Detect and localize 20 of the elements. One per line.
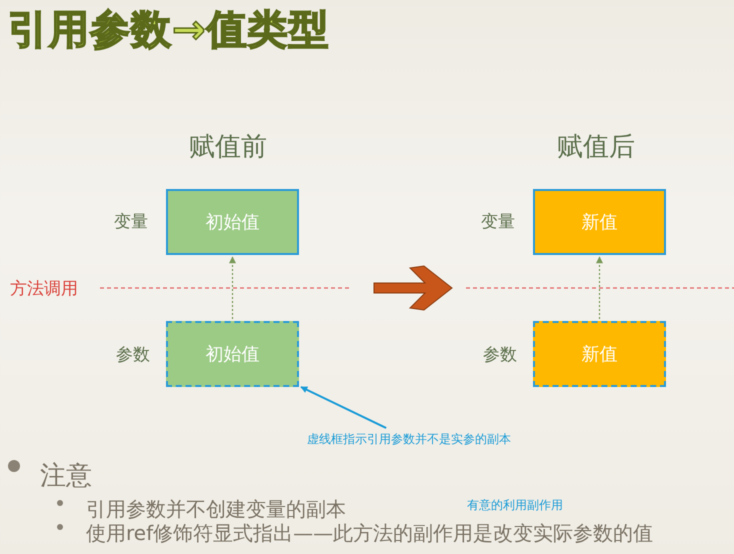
column-heading: 赋值前 [189,131,267,164]
call-line-label: 方法调用 [10,278,78,300]
note-text: 有意的利用副作用 [467,497,563,514]
slide-title: 引用参数→值类型 [8,6,330,55]
variable-box: 新值 [533,189,666,255]
column-heading: 赋值后 [557,131,635,164]
row-label: 参数 [483,344,517,366]
bullet-text: 引用参数并不创建变量的副本 [86,496,346,523]
parameter-box: 新值 [533,321,666,387]
arrow [300,386,387,429]
row-label: 参数 [116,344,150,366]
row-label: 变量 [114,211,148,233]
arrow [229,256,236,319]
callout-text: 虚线框指示引用参数并不是实参的副本 [286,430,532,448]
variable-box: 初始值 [166,189,299,255]
bullet-text: 注意 [40,460,92,493]
arrow [596,256,603,319]
row-label: 变量 [481,211,515,233]
bullet-text: 使用ref修饰符显式指出——此方法的副作用是改变实际参数的值 [86,520,654,547]
parameter-box: 初始值 [166,321,299,387]
